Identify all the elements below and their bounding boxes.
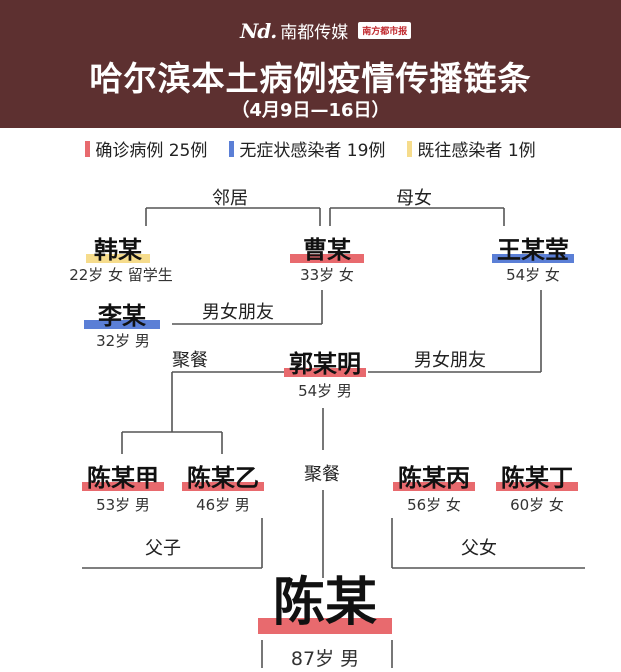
- person-chen-info: 87岁 男: [290, 648, 360, 670]
- person-cao-label: 曹某: [303, 236, 351, 264]
- relation-father-son: 父子: [145, 538, 181, 559]
- legend-item-confirmed: 确诊病例 25例: [85, 136, 207, 161]
- person-chen-ding-info: 60岁 女: [510, 496, 564, 514]
- person-guo-info: 54岁 男: [298, 382, 352, 400]
- status-bar: [86, 254, 150, 263]
- header-banner: [0, 0, 621, 128]
- status-bar: [496, 482, 578, 491]
- status-bar: [284, 368, 366, 377]
- status-bar: [258, 618, 392, 634]
- relation-bf-gf-1: 男女朋友: [202, 302, 274, 323]
- status-bar: [492, 254, 574, 263]
- page-title: 哈尔滨本土病例疫情传播链条: [89, 59, 532, 98]
- person-chen-ding-label: 陈某丁: [501, 464, 573, 492]
- legend: 确诊病例 25例 无症状感染者 19例 既往感染者 1例: [0, 136, 621, 161]
- person-chen-jia-label: 陈某甲: [87, 464, 159, 492]
- person-guo-label: 郭某明: [289, 350, 361, 378]
- legend-label: 既往感染者 1例: [417, 141, 536, 161]
- person-chen-yi-name: 陈某乙: [182, 458, 264, 493]
- person-chen-name: 陈某: [258, 572, 392, 634]
- person-chen-yi-label: 陈某乙: [187, 464, 259, 492]
- person-chen-jia-name: 陈某甲: [82, 458, 164, 493]
- status-bar: [290, 254, 364, 263]
- person-han-label: 韩某: [94, 236, 142, 264]
- person-chen-bing-name: 陈某丙: [393, 458, 475, 493]
- person-wang-info: 54岁 女: [506, 266, 560, 284]
- status-bar: [84, 320, 160, 329]
- person-li-info: 32岁 男: [96, 332, 150, 350]
- status-bar: [82, 482, 164, 491]
- brand-stamp: 南方都市报: [358, 22, 412, 39]
- legend-label: 无症状感染者 19例: [239, 141, 386, 161]
- status-bar: [393, 482, 475, 491]
- legend-swatch: [229, 140, 235, 157]
- person-chen-bing-label: 陈某丙: [398, 464, 470, 492]
- relation-father-daughter: 父女: [461, 538, 497, 559]
- relation-dinner-1: 聚餐: [172, 350, 208, 371]
- relation-dinner-2: 聚餐: [304, 464, 340, 485]
- person-wang-label: 王某莹: [497, 236, 569, 264]
- person-chen-yi-info: 46岁 男: [196, 496, 250, 514]
- person-chen-label: 陈某: [272, 573, 377, 633]
- person-chen-ding-name: 陈某丁: [496, 458, 578, 493]
- person-guo-name: 郭某明: [284, 344, 366, 379]
- person-chen-bing-info: 56岁 女: [407, 496, 461, 514]
- status-bar: [182, 482, 264, 491]
- person-wang-name: 王某莹: [492, 230, 574, 265]
- brand-logo: Nd.: [240, 18, 277, 43]
- brand: Nd. 南都传媒 南方都市报: [240, 18, 412, 43]
- person-han-info: 22岁 女 留学生: [69, 266, 173, 284]
- person-li-name: 李某: [84, 296, 160, 331]
- person-li-label: 李某: [98, 302, 146, 330]
- relation-bf-gf-2: 男女朋友: [414, 350, 486, 371]
- legend-swatch: [407, 140, 413, 157]
- person-cao-name: 曹某: [290, 230, 364, 265]
- legend-swatch: [85, 140, 91, 157]
- legend-item-previous: 既往感染者 1例: [407, 136, 536, 161]
- person-cao-info: 33岁 女: [300, 266, 354, 284]
- person-chen-jia-info: 53岁 男: [96, 496, 150, 514]
- page-subtitle: （4月9日—16日）: [231, 100, 390, 121]
- legend-label: 确诊病例 25例: [95, 141, 208, 161]
- legend-item-asymptomatic: 无症状感染者 19例: [229, 136, 385, 161]
- relation-neighbor: 邻居: [212, 188, 248, 209]
- relation-mother-daughter: 母女: [396, 188, 432, 209]
- person-han-name: 韩某: [86, 230, 150, 265]
- brand-name: 南都传媒: [280, 23, 349, 43]
